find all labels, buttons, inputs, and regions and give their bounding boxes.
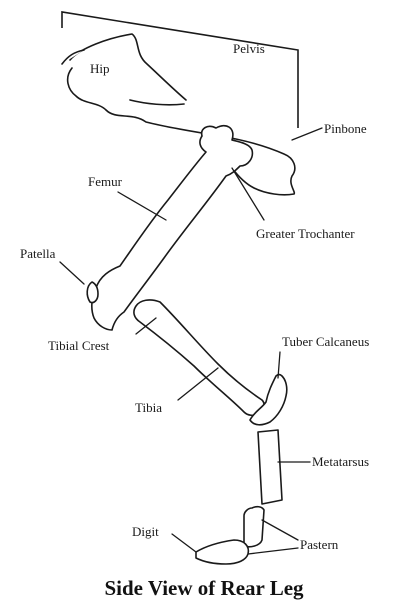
label-digit: Digit xyxy=(132,524,159,539)
label-tibia: Tibia xyxy=(135,400,162,415)
patella-bone xyxy=(87,282,98,303)
pelvis-bone xyxy=(68,34,295,195)
femur-bone xyxy=(92,126,253,330)
label-greater-trochanter: Greater Trochanter xyxy=(256,226,355,241)
tibia-leader xyxy=(178,368,218,400)
label-tibial-crest: Tibial Crest xyxy=(48,338,110,353)
digit-bone xyxy=(196,540,248,564)
pinbone-leader xyxy=(292,128,322,140)
tibia-bone xyxy=(134,300,264,415)
label-pelvis: Pelvis xyxy=(233,41,265,56)
label-pinbone: Pinbone xyxy=(324,121,367,136)
femur-leader xyxy=(118,192,166,220)
pastern-leader-upper xyxy=(262,520,298,540)
label-femur: Femur xyxy=(88,174,123,189)
pastern-bone xyxy=(244,507,264,547)
label-metatarsus: Metatarsus xyxy=(312,454,369,469)
patella-leader xyxy=(60,262,84,284)
label-patella: Patella xyxy=(20,246,56,261)
diagram-caption: Side View of Rear Leg xyxy=(104,576,304,600)
label-hip: Hip xyxy=(90,61,110,76)
pastern-leader-lower xyxy=(248,548,298,554)
digit-leader xyxy=(172,534,196,552)
label-pastern: Pastern xyxy=(300,537,339,552)
label-tuber-calcaneus: Tuber Calcaneus xyxy=(282,334,369,349)
metatarsus-bone xyxy=(258,430,282,504)
